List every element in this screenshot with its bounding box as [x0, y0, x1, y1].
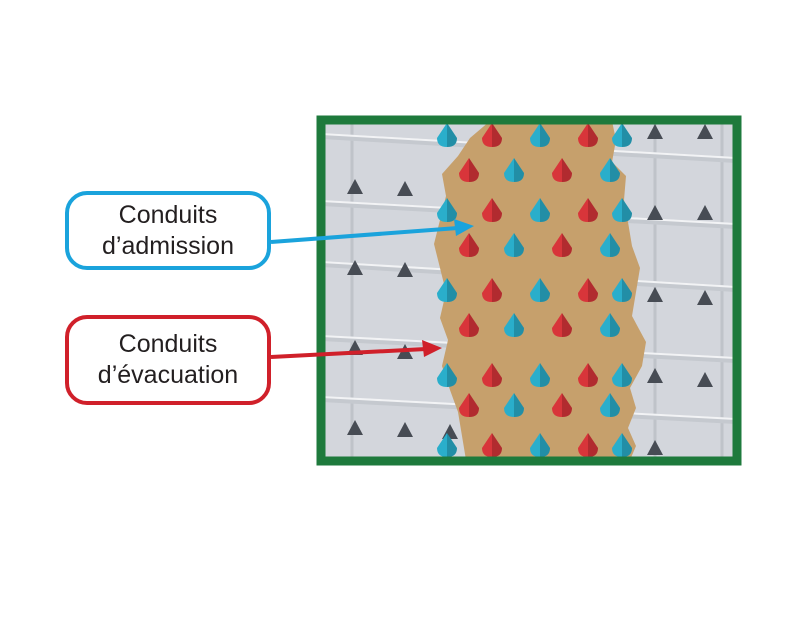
wall-marker-icon [647, 368, 663, 383]
panel-frame [316, 115, 742, 466]
exhaust-conduit-icon [578, 123, 598, 147]
intake-conduit-icon [437, 433, 457, 457]
exhaust-conduit-icon [552, 233, 572, 257]
exhaust-conduit-icon [578, 363, 598, 387]
intake-conduit-icon [437, 123, 457, 147]
intake-conduit-icon [504, 158, 524, 182]
exhaust-conduit-icon [459, 233, 479, 257]
intake-conduit-icon [600, 233, 620, 257]
exhaust-conduit-icon [482, 123, 502, 147]
intake-conduit-icon [437, 198, 457, 222]
intake-conduit-icon [504, 313, 524, 337]
exhaust-conduit-icon [459, 393, 479, 417]
intake-conduit-icon [612, 198, 632, 222]
exhaust-conduit-icon [482, 198, 502, 222]
intake-conduit-icon [612, 278, 632, 302]
wall-marker-icon [697, 290, 713, 305]
intake-conduit-icon [600, 393, 620, 417]
exhaust-conduit-icon [552, 393, 572, 417]
wall-marker-icon [647, 205, 663, 220]
wall-marker-icon [697, 372, 713, 387]
exhaust-conduit-icon [482, 433, 502, 457]
intake-arrow [270, 219, 474, 244]
wall-marker-icon [397, 422, 413, 437]
intake-conduit-icon [504, 233, 524, 257]
intake-conduit-icon [530, 363, 550, 387]
exhaust-callout: Conduits d’évacuation [65, 315, 271, 405]
wall-marker-icon [647, 124, 663, 139]
exhaust-conduit-icon [578, 433, 598, 457]
wall-marker-icon [347, 260, 363, 275]
panel-content [322, 121, 736, 460]
wall-marker-icon [697, 205, 713, 220]
intake-conduit-icon [530, 278, 550, 302]
exhaust-conduit-icon [482, 278, 502, 302]
wall-marker-icon [397, 181, 413, 196]
intake-conduit-icon [612, 433, 632, 457]
exhaust-callout-line1: Conduits [118, 330, 218, 358]
exhaust-conduit-icon [578, 198, 598, 222]
wall-marker-icon [397, 262, 413, 277]
intake-conduit-icon [437, 278, 457, 302]
wall-marker-icon [347, 179, 363, 194]
wall-marker-icon [697, 124, 713, 139]
intake-callout-line1: Conduits [118, 200, 218, 229]
intake-conduit-icon [437, 363, 457, 387]
exhaust-arrow [270, 340, 442, 359]
exhaust-conduit-icon [578, 278, 598, 302]
exhaust-conduit-icon [459, 158, 479, 182]
intake-conduit-icon [530, 433, 550, 457]
intake-conduit-icon [504, 393, 524, 417]
exhaust-callout-line2: d’évacuation [97, 361, 239, 389]
intake-conduit-icon [530, 123, 550, 147]
intake-conduit-icon [600, 158, 620, 182]
wall-marker-icon [647, 440, 663, 455]
exhaust-conduit-icon [552, 158, 572, 182]
intake-conduit-icon [612, 363, 632, 387]
wall-marker-icon [647, 287, 663, 302]
intake-callout-line2: d’admission [101, 231, 234, 260]
conduit-markers [437, 123, 632, 457]
exhaust-conduit-icon [482, 363, 502, 387]
intake-conduit-icon [612, 123, 632, 147]
exhaust-conduit-icon [552, 313, 572, 337]
intake-conduit-icon [530, 198, 550, 222]
exhaust-conduit-icon [459, 313, 479, 337]
wall-marker-icon [347, 420, 363, 435]
intake-conduit-icon [600, 313, 620, 337]
intake-callout: Conduits d’admission [65, 191, 271, 270]
